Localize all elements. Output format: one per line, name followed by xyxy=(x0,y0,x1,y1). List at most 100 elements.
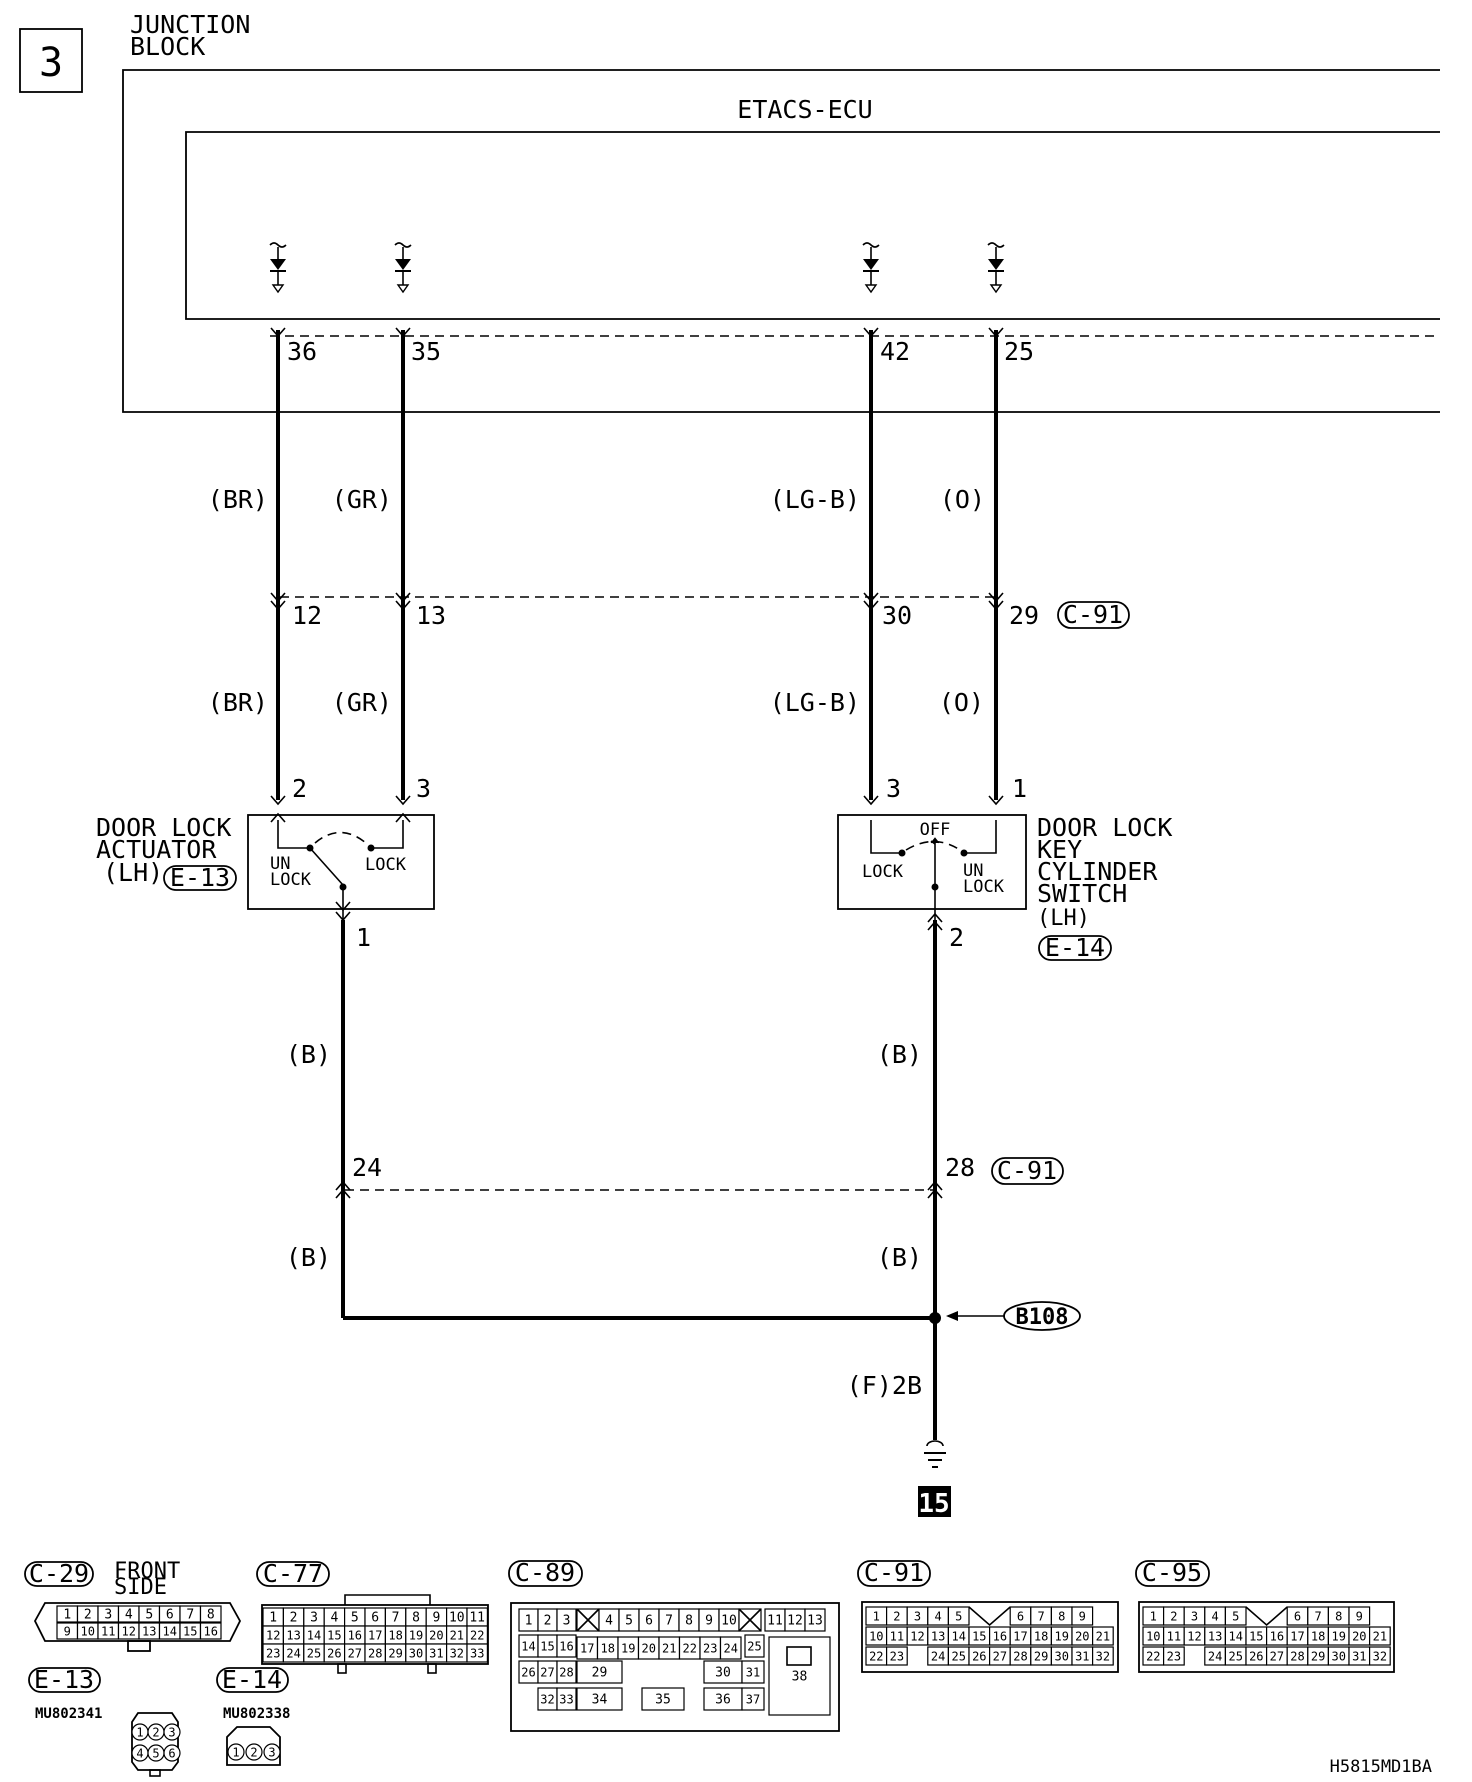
mid-terminal-30: 30 xyxy=(882,601,912,630)
pin-label: 3 xyxy=(563,1614,571,1629)
ground-ref: 15 xyxy=(918,1489,949,1519)
ecu-box xyxy=(185,131,1440,320)
actuator-label-1: DOOR LOCK xyxy=(96,813,231,842)
pin-label: 24 xyxy=(931,1649,945,1663)
pin-label: 14 xyxy=(521,1639,535,1653)
c29-housing xyxy=(33,1602,242,1642)
pin-label: 13 xyxy=(1208,1629,1222,1643)
actuator-lock: LOCK xyxy=(365,855,407,875)
pin-label: 19 xyxy=(1331,1629,1345,1643)
pin-label: 18 xyxy=(1034,1629,1048,1643)
e13-part: MU802341 xyxy=(35,1706,102,1722)
ecu-driver-42-icon xyxy=(862,242,880,293)
ecu-label: ETACS-ECU xyxy=(737,95,872,124)
pin-label: 1 xyxy=(136,1726,143,1740)
pin-label: 11 xyxy=(767,1614,783,1629)
pin-label: 10 xyxy=(1146,1629,1160,1643)
pin-label: 23 xyxy=(703,1641,717,1655)
pin-label: 5 xyxy=(625,1614,633,1629)
pin-label: 25 xyxy=(951,1649,965,1663)
wire-color-lower-2: (B) xyxy=(877,1040,922,1069)
actuator-label-3: (LH) xyxy=(103,858,163,887)
pin-label: 20 xyxy=(1352,1629,1366,1643)
pin-label: 11 xyxy=(101,1624,115,1638)
c95-name: C-95 xyxy=(1142,1558,1202,1587)
pin-label: 16 xyxy=(204,1624,218,1638)
c91-face-name: C-91 xyxy=(864,1558,924,1587)
keyswitch-off: OFF xyxy=(920,820,951,840)
actuator-box xyxy=(247,814,435,910)
pin-circle xyxy=(163,1723,181,1741)
keyswitch-label-3: CYLINDER xyxy=(1037,857,1158,886)
pin-label: 29 xyxy=(592,1666,608,1681)
pin-label: 8 xyxy=(1335,1609,1342,1623)
e13-housing xyxy=(131,1712,179,1771)
pin-cell xyxy=(641,1687,685,1711)
ecu-terminal-35: 35 xyxy=(411,337,441,366)
pin-label: 29 xyxy=(1311,1649,1325,1663)
keyswitch-unlock-2: LOCK xyxy=(963,877,1005,897)
pin-cell xyxy=(804,1608,826,1632)
keyswitch-label-4: SWITCH xyxy=(1037,879,1127,908)
wire-color-upper-3: (LG-B) xyxy=(770,485,860,514)
c89-blank-x xyxy=(738,1608,762,1632)
pin-label: 16 xyxy=(993,1629,1007,1643)
c89-name: C-89 xyxy=(515,1558,575,1587)
pin-label: 5 xyxy=(1232,1609,1239,1623)
keyswitch-switch xyxy=(870,820,997,920)
pin-cell xyxy=(466,1643,488,1663)
c95-name-box xyxy=(1135,1560,1210,1587)
pin-label: 31 xyxy=(746,1665,760,1679)
pin-label: 4 xyxy=(1211,1609,1218,1623)
pin-label: 33 xyxy=(559,1692,573,1706)
pin-cell xyxy=(1071,1606,1094,1626)
pin-label: 11 xyxy=(1167,1629,1181,1643)
pin-label: 16 xyxy=(1270,1629,1284,1643)
page-badge-box xyxy=(19,28,83,93)
pin-label: 28 xyxy=(1013,1649,1027,1663)
pin-label: 19 xyxy=(621,1641,635,1655)
pin-label: 20 xyxy=(429,1628,443,1642)
wire-color-upper-4: (O) xyxy=(940,485,985,514)
c91-housing xyxy=(861,1601,1119,1673)
actuator-pin-3: 3 xyxy=(416,774,431,803)
pin-label: 9 xyxy=(432,1611,440,1626)
pin-label: 27 xyxy=(348,1646,362,1660)
e13-name: E-13 xyxy=(34,1665,94,1694)
pin-cell xyxy=(768,1636,831,1716)
pin-label: 7 xyxy=(392,1611,400,1626)
pin-cell xyxy=(556,1660,577,1684)
pin-label: 3 xyxy=(168,1726,175,1740)
pin-label: 34 xyxy=(592,1693,608,1708)
c91-lower-ref: C-91 xyxy=(997,1156,1057,1185)
pin-label: 1 xyxy=(525,1614,533,1629)
mid-terminal-29: 29 xyxy=(1009,601,1039,630)
pin-label: 26 xyxy=(972,1649,986,1663)
pin-label: 18 xyxy=(601,1641,615,1655)
c91-upper-ref: C-91 xyxy=(1063,600,1123,629)
c95-housing xyxy=(1138,1601,1395,1673)
pin-label: 22 xyxy=(470,1628,484,1642)
pin-label: 13 xyxy=(286,1628,300,1642)
keyswitch-unlock-1: UN xyxy=(963,861,983,881)
pin-label: 29 xyxy=(1034,1649,1048,1663)
actuator-unlock-2: LOCK xyxy=(270,870,312,890)
pin-label: 37 xyxy=(746,1692,760,1706)
c29-name: C-29 xyxy=(29,1559,89,1588)
pin-label: 31 xyxy=(1075,1649,1089,1663)
pin-label: 4 xyxy=(136,1747,143,1761)
pin-label: 1 xyxy=(269,1611,277,1626)
keyswitch-label-1: DOOR LOCK xyxy=(1037,813,1172,842)
pin-label: 6 xyxy=(1017,1609,1024,1623)
pin-cell xyxy=(719,1636,742,1660)
pin-cell xyxy=(947,1606,970,1626)
pin-label: 1 xyxy=(873,1609,880,1623)
pin-label: 22 xyxy=(1146,1649,1160,1663)
pin-label: 17 xyxy=(580,1641,594,1655)
pin-label: 15 xyxy=(327,1628,341,1642)
pin-label: 32 xyxy=(540,1692,554,1706)
pin-label: 2 xyxy=(290,1611,298,1626)
pin-label: 28 xyxy=(559,1665,573,1679)
